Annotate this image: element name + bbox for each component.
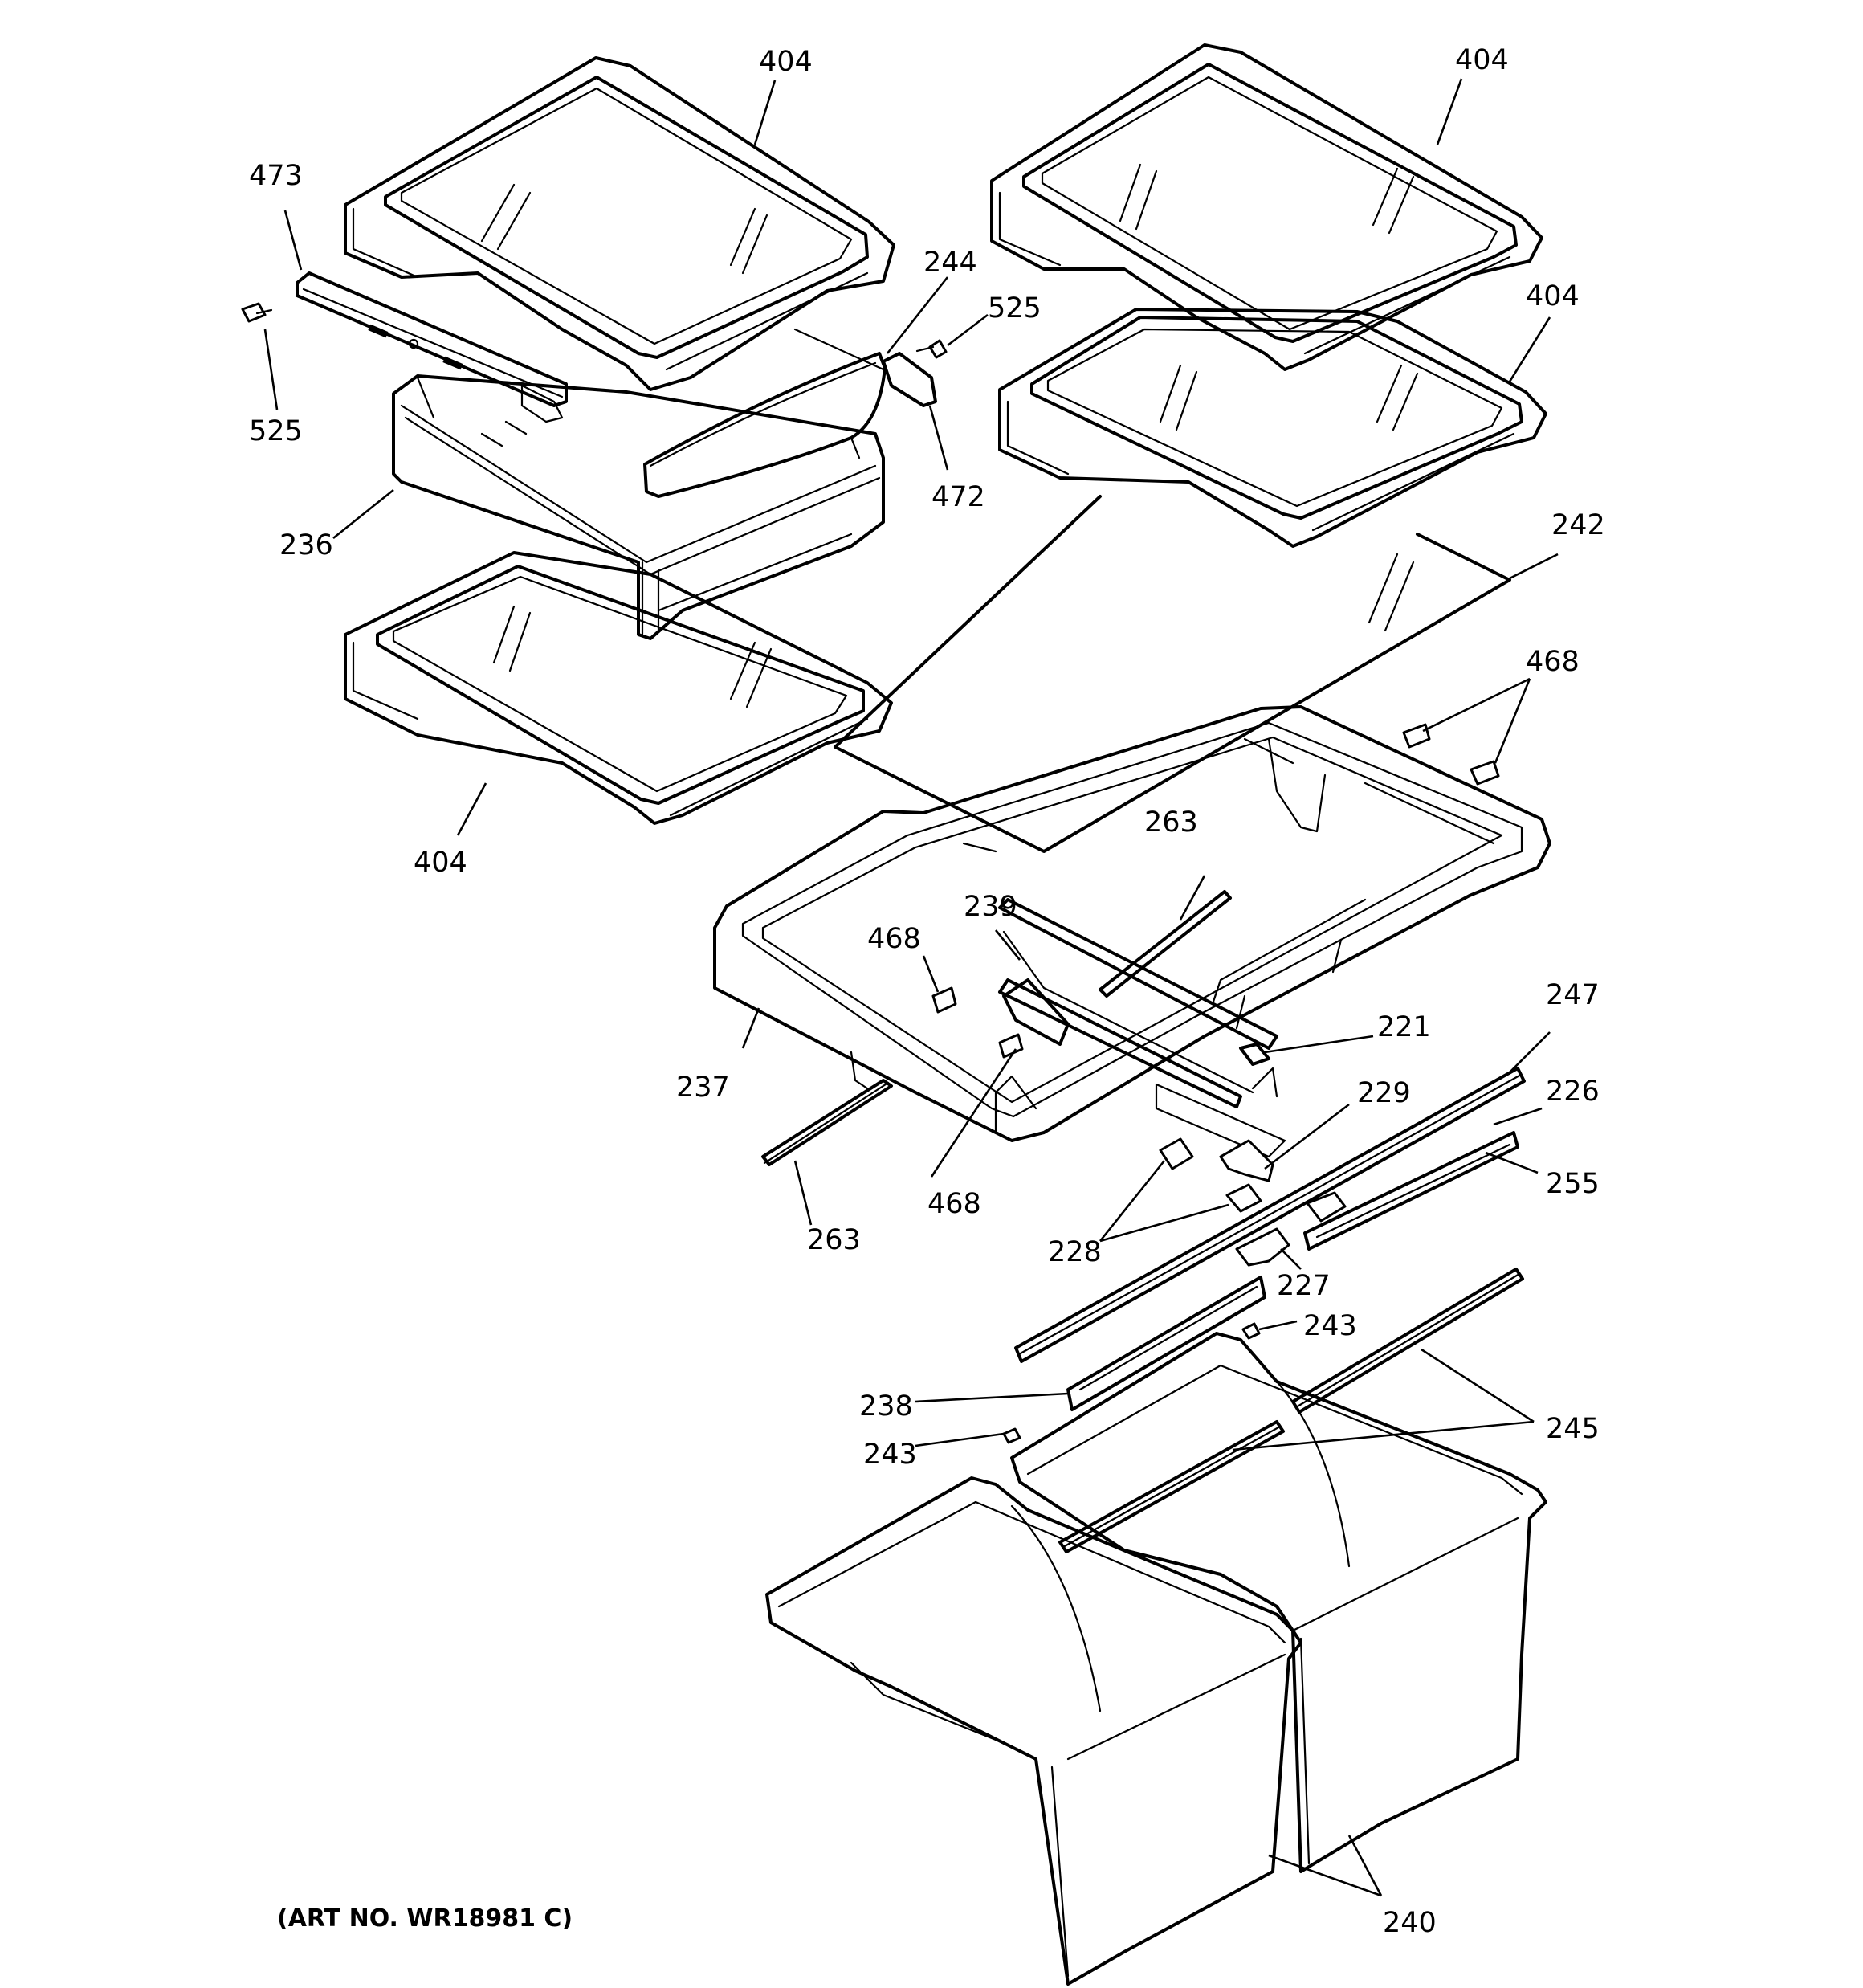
- screw-525-right: [915, 339, 948, 359]
- clip-228-upper: [1159, 1137, 1194, 1170]
- clip-468-bottom: [998, 1033, 1024, 1059]
- label-239: 239: [964, 891, 1017, 923]
- shelf-top-right: [990, 43, 1543, 371]
- label-221: 221: [1377, 1011, 1431, 1043]
- label-468-bottom: 468: [927, 1188, 981, 1220]
- part-labels: 404 404 404 404 473 244 525 525 472 236 …: [249, 44, 1605, 1939]
- bin-240-left: [765, 1476, 1302, 1986]
- bar-239: [998, 898, 1286, 1158]
- label-227: 227: [1277, 1270, 1331, 1302]
- clip-468-top-a: [1402, 723, 1431, 749]
- label-472: 472: [932, 481, 985, 513]
- label-243-right: 243: [1303, 1310, 1357, 1342]
- rail-263-top: [1099, 890, 1232, 998]
- clip-468-top-b: [1470, 760, 1500, 786]
- shelf-lower-left: [344, 551, 893, 825]
- label-468-mid: 468: [867, 923, 921, 955]
- label-473: 473: [249, 160, 303, 192]
- label-404-top-left: 404: [759, 46, 813, 78]
- label-525-left: 525: [249, 415, 303, 447]
- clip-468-mid: [932, 986, 957, 1014]
- bin-240-right: [1010, 1332, 1547, 1873]
- shelf-top-left: [344, 56, 895, 391]
- clip-243-left: [1002, 1427, 1021, 1444]
- label-243-left: 243: [863, 1439, 917, 1471]
- label-244: 244: [923, 247, 977, 279]
- label-245: 245: [1546, 1413, 1600, 1445]
- label-247: 247: [1546, 979, 1600, 1011]
- clip-227: [1235, 1191, 1347, 1267]
- label-236: 236: [279, 529, 333, 561]
- label-255: 255: [1546, 1168, 1600, 1200]
- rail-255: [1303, 1131, 1519, 1251]
- label-404-mid-right: 404: [1526, 280, 1580, 312]
- label-238: 238: [859, 1390, 913, 1423]
- clip-243-right: [1241, 1322, 1261, 1340]
- bracket-221: [1239, 1043, 1270, 1066]
- label-404-lower-left: 404: [414, 847, 467, 879]
- label-263-bottom: 263: [807, 1224, 861, 1256]
- label-263-top: 263: [1144, 806, 1198, 839]
- hinge-229: [1219, 1139, 1274, 1182]
- screw-525-left: [241, 302, 273, 323]
- label-404-top-right: 404: [1455, 44, 1509, 76]
- label-242: 242: [1551, 509, 1605, 541]
- rail-472: [793, 328, 937, 407]
- label-468-top: 468: [1526, 646, 1580, 678]
- rail-263-bottom: [761, 1079, 893, 1166]
- clip-228-lower: [1225, 1183, 1262, 1213]
- shelf-mid-right: [998, 308, 1547, 548]
- rail-245-left: [1058, 1420, 1285, 1553]
- rail-238: [1066, 1276, 1266, 1411]
- label-240: 240: [1383, 1907, 1437, 1939]
- label-228: 228: [1048, 1236, 1102, 1268]
- rail-473: [296, 271, 568, 423]
- bar-247: [1014, 1067, 1526, 1363]
- art-number: (ART NO. WR18981 C): [277, 1904, 573, 1933]
- label-229: 229: [1357, 1077, 1411, 1109]
- cover-244: [643, 352, 887, 498]
- glass-242: [834, 495, 1511, 853]
- label-226: 226: [1546, 1076, 1600, 1108]
- leader-lines: [263, 78, 1559, 1897]
- frame-237: [713, 705, 1551, 1142]
- label-237: 237: [676, 1072, 730, 1104]
- label-525-right: 525: [988, 292, 1042, 325]
